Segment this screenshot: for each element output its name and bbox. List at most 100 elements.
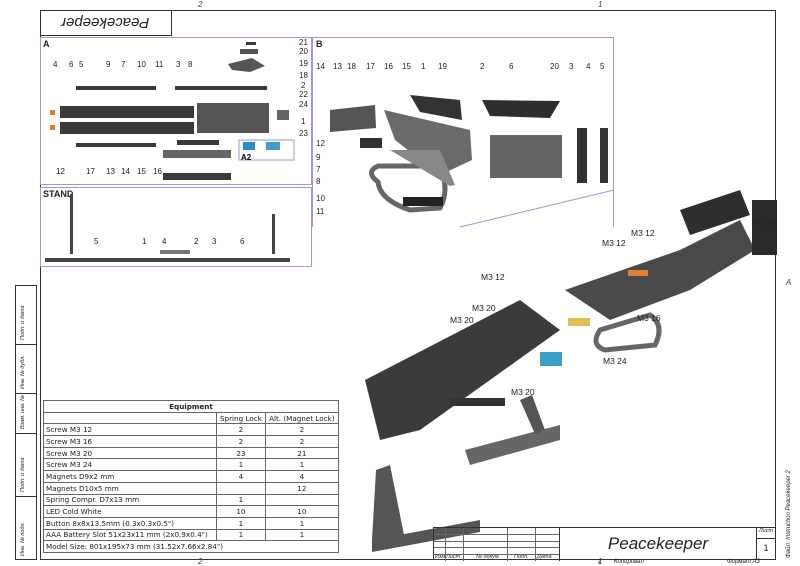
spring-lock-qty (216, 481, 266, 495)
magnet-lock-qty (264, 493, 340, 507)
callout: 2 (480, 62, 485, 71)
item-name: Magnets D10x5 mm (42, 481, 218, 495)
table-header-row: Spring Lock Alt. (Magnet Lock) (42, 411, 340, 425)
spring-lock-qty: 1 (216, 528, 266, 542)
callout: 8 (316, 177, 321, 186)
side-cell: Взам. инв. № (16, 394, 36, 434)
part-rail-top-left (60, 106, 132, 118)
magnet-lock-qty: 10 (264, 505, 340, 518)
panel-a-callouts: 4 6 5 9 7 10 11 3 8 21 20 19 18 2 22 24 … (53, 38, 308, 176)
stand-base-left (372, 520, 480, 552)
table-row: Magnets D10x5 mm 12 (42, 481, 340, 495)
stand-base-right (465, 425, 560, 465)
magnet-lock-qty: 21 (264, 446, 340, 460)
panel-a-label: A (43, 39, 50, 49)
title-block: Изм. Лист № докум. Подп. Дата Peacekeepe… (433, 527, 776, 561)
item-name: Spring Compr. D7x13 mm (42, 493, 218, 507)
part-b-stock (384, 110, 472, 175)
file-name: Файл: Instruction Peacekeeper 2 (786, 470, 792, 558)
panel-b-parts (330, 95, 608, 213)
callout-m3-12: M3 12 (481, 272, 505, 282)
magnet-lock-qty: 1 (264, 516, 340, 530)
spring-lock-qty: 2 (216, 435, 266, 448)
callout: 18 (347, 62, 356, 71)
callout: 4 (586, 62, 591, 71)
callout: 13 (106, 167, 115, 176)
col-list: Лист (446, 554, 461, 560)
callout: 21 (299, 38, 308, 47)
model-size: Model Size: 801x195x73 mm (31.52x7.66x2.… (43, 540, 339, 553)
item-name: Screw M3 24 (42, 458, 218, 472)
side-label: Подп. и дата (20, 305, 26, 340)
panel-a2-label: A2 (241, 153, 252, 162)
column-header: Spring Lock (216, 411, 266, 425)
part-receiver (197, 103, 269, 133)
copied-label: Копировал (614, 559, 644, 565)
callout-m3-16: M3 16 (637, 313, 661, 323)
callout: 23 (299, 129, 308, 138)
callout: 5 (94, 237, 99, 246)
callout: 1 (142, 237, 147, 246)
callout: 16 (384, 62, 393, 71)
side-stamp-block: Подп. и дата Инв. № дубл. Взам. инв. № П… (15, 285, 37, 560)
callout: 13 (333, 62, 342, 71)
callout-m3-20: M3 20 (450, 315, 474, 325)
part-21 (246, 42, 256, 45)
side-label: Подп. и дата (20, 457, 26, 492)
part-b-butt (490, 135, 562, 178)
sheet-number: 1 (763, 543, 769, 553)
zone-bottom-2: 2 (198, 557, 203, 566)
callout: 7 (316, 165, 321, 174)
side-cell: Инв. № дубл. (16, 345, 36, 394)
part-b-1 (330, 105, 376, 132)
part-strip-bottom (76, 143, 156, 147)
callout: 7 (121, 60, 126, 69)
callout: 15 (137, 167, 146, 176)
part-rail-top-right (132, 106, 194, 118)
panel-stand: STAND (40, 187, 312, 267)
callout: 5 (79, 60, 84, 69)
equipment-title: Equipment (43, 400, 339, 413)
part-20 (240, 49, 258, 54)
magnet-lock-qty: 12 (264, 481, 340, 495)
panel-b: B (312, 37, 614, 227)
part-b-4 (577, 128, 587, 183)
part-a2-led (266, 142, 280, 150)
magnet-lock-qty: 2 (264, 435, 340, 448)
side-cell: Подп. и дата (16, 434, 36, 497)
assembly-callouts: M3 20 M3 12 M3 12 M3 12 M3 20 M3 20 M3 1… (450, 217, 776, 397)
panel-b-label: B (316, 39, 323, 49)
side-label: Инв. № дубл. (20, 355, 26, 389)
side-label: Инв. № подл. (20, 521, 26, 556)
assembly-battery (540, 352, 562, 366)
format-label: Формат A3 (727, 559, 760, 565)
part-b-6 (482, 100, 560, 118)
part-a2-battery (243, 142, 255, 150)
assembly-cheek (680, 190, 750, 235)
stand-parts (45, 194, 290, 262)
callout: 17 (86, 167, 95, 176)
spring-lock-qty: 10 (216, 505, 266, 518)
column-header (42, 411, 218, 425)
col-doc: № докум. (476, 554, 501, 560)
zone-top-2: 2 (198, 0, 203, 9)
callout: 20 (550, 62, 559, 71)
item-name: Screw M3 16 (42, 435, 218, 448)
part-strip-top (76, 86, 156, 90)
callout: 20 (299, 47, 308, 56)
callout: 10 (137, 60, 146, 69)
copied-number: 1 (598, 559, 602, 565)
col-izm: Изм. (435, 554, 447, 560)
callout: 22 (299, 90, 308, 99)
part-24 (277, 110, 289, 120)
spring-lock-qty: 1 (216, 516, 266, 530)
part-rail-bottom-left (60, 122, 132, 134)
callout: 9 (316, 153, 321, 162)
callout: 4 (53, 60, 58, 69)
side-label: Взам. инв. № (20, 394, 26, 429)
item-name: Screw M3 12 (42, 423, 218, 437)
